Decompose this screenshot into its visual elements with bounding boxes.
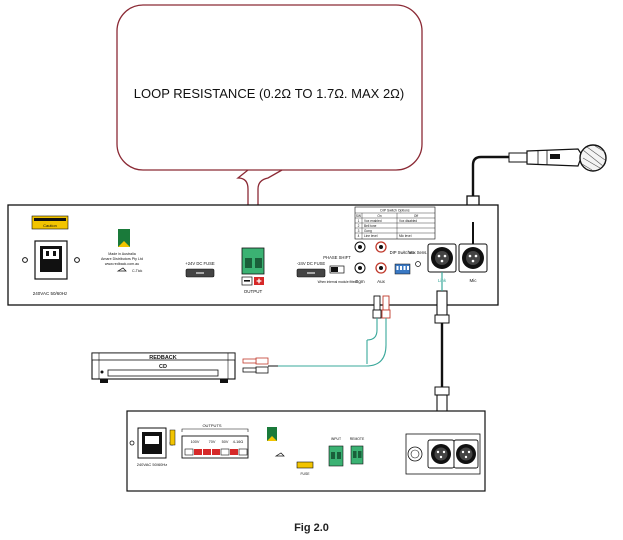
ac-voltage-label: 240VAC 50/60Hz xyxy=(33,291,68,296)
xlr-link-connector xyxy=(427,243,457,273)
loop-resistance-label: LOOP RESISTANCE (0.2Ω TO 1.7Ω. MAX 2Ω) xyxy=(134,86,404,101)
bgm-label: Bgm xyxy=(355,279,365,284)
mic-label: Mic xyxy=(470,278,478,283)
dip-switch-table: DIP Switch Options SW On Off 1 Vox enabl… xyxy=(354,206,436,240)
figure-caption: Fig 2.0 xyxy=(294,522,329,534)
made-in-label-1: Made in Australia xyxy=(108,252,136,256)
tap-100v: 100V xyxy=(191,440,200,444)
dip-row-2-on: Bell tone xyxy=(364,224,377,228)
dip-row-3-on: Gong xyxy=(364,229,372,233)
lower-xlr-input-2 xyxy=(453,439,479,469)
lower-xlr-input-1 xyxy=(427,439,455,469)
lower-australian-made-badge xyxy=(267,427,277,441)
input-label: INPUT xyxy=(331,437,341,441)
caution-text: Caution xyxy=(43,223,57,228)
lower-volume-knob[interactable] xyxy=(407,446,423,462)
loop-wire-left xyxy=(236,169,249,250)
tap-70v: 70V xyxy=(209,440,216,444)
fuse-right-label: -24V DC FUSE xyxy=(297,261,326,266)
speaker-terminals xyxy=(184,448,248,456)
power-inlet xyxy=(22,240,80,280)
loop-resistance-box xyxy=(116,4,423,171)
dip-table-col-sw: SW xyxy=(356,214,361,218)
dip-row-4-on: Line level xyxy=(364,234,378,238)
cd-player xyxy=(91,352,236,383)
remote-label: REMOTE xyxy=(350,437,365,441)
outputs-bracket xyxy=(181,428,249,432)
lower-fuse-holder-left xyxy=(169,429,176,446)
dip-row-2-sw: 2 xyxy=(358,224,360,228)
input-terminal xyxy=(328,445,344,467)
made-in-label-2: Amare Distributors Pty Ltd xyxy=(101,257,143,261)
dip-row-3-sw: 3 xyxy=(358,229,360,233)
lower-fuse-holder xyxy=(296,461,314,469)
dip-table-col-off: Off xyxy=(414,214,418,218)
australian-made-badge xyxy=(118,229,130,247)
dip-table-title: DIP Switch Options xyxy=(380,209,409,213)
dip-table-col-on: On xyxy=(377,214,381,218)
dip-row-4-off: Mic level xyxy=(399,234,412,238)
phase-shift-label: PHASE SHIFT xyxy=(323,255,351,260)
compliance-mark: C-Tick xyxy=(132,269,142,273)
rca-cable xyxy=(242,295,391,374)
dip-row-4-sw: 4 xyxy=(358,234,360,238)
tap-50v: 50V xyxy=(222,440,229,444)
lower-fuse-label: FUSE xyxy=(300,472,310,476)
cd-player-brand: REDBACK xyxy=(149,355,177,361)
vox-sens-label: Vox Sens. xyxy=(409,250,428,255)
phase-shift-note: When internal module fitted xyxy=(318,280,357,284)
xlr-mic-connector xyxy=(458,243,488,273)
aux-label: Aux xyxy=(377,279,386,284)
lower-ac-label: 240VAC 50/60Hz xyxy=(137,462,168,467)
dip-row-1-off: Vox disabled xyxy=(399,219,417,223)
remote-terminal xyxy=(350,445,364,465)
tap-4-16ohm: 4-16Ω xyxy=(233,440,244,444)
dip-row-1-sw: 1 xyxy=(358,219,360,223)
vox-sens-trimmer[interactable] xyxy=(415,261,421,267)
cd-player-label: CD xyxy=(159,364,167,370)
dip-row-1-on: Vox enabled xyxy=(364,219,382,223)
lower-power-inlet xyxy=(129,427,175,459)
output-label: OUTPUT xyxy=(244,289,263,294)
compliance-mark-icon xyxy=(116,267,127,272)
lower-compliance-mark-icon xyxy=(274,452,285,457)
fuse-left-label: +24V DC FUSE xyxy=(185,261,215,266)
rca-input-jacks xyxy=(354,241,387,274)
outputs-label: OUTPUTS xyxy=(202,423,221,428)
dip-switches-label: DIP Switches xyxy=(390,250,415,255)
dip-switch-block[interactable] xyxy=(394,263,411,275)
made-in-label-3: www.redback.com.au xyxy=(105,262,139,266)
loop-wire-right xyxy=(257,169,283,250)
